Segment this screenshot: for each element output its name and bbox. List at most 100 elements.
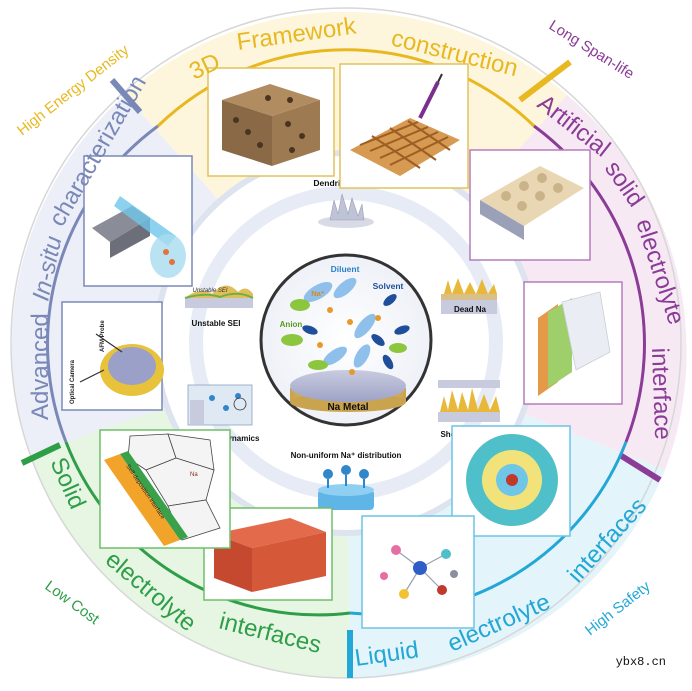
- electrode-top: [318, 484, 374, 496]
- label-low-cost: Low Cost: [42, 577, 103, 628]
- anion-molecule: [389, 343, 407, 353]
- atom: [441, 549, 451, 559]
- afm-cantilever: [95, 333, 123, 353]
- title-interface-right: interface: [646, 347, 676, 440]
- unstable-sei-small-label: Unstable SEI: [192, 288, 227, 294]
- sei-particle: [537, 173, 547, 183]
- xray-beam: [114, 196, 176, 246]
- na-ion: [349, 369, 355, 375]
- block-side: [252, 532, 326, 592]
- atom: [437, 585, 447, 595]
- solvent-molecule: [394, 325, 410, 335]
- short-circuit-top: [438, 380, 500, 388]
- dead-na-label: Dead Na: [454, 305, 487, 314]
- detector-block-side: [110, 218, 150, 258]
- title-advanced: Advanced: [27, 313, 54, 420]
- liquid-electrolyte-molecule-image: [361, 515, 475, 629]
- divider-left-bottom: [20, 442, 62, 466]
- dead-na-illustration: [441, 278, 497, 314]
- solvent-label: Solvent: [373, 281, 404, 291]
- diluent-molecule: [333, 277, 357, 299]
- pore: [265, 95, 271, 101]
- dendrite-growth-illustration: [318, 193, 374, 228]
- na-plus-label: Na⁺: [311, 289, 325, 298]
- sei-particle: [517, 201, 527, 211]
- grid-line: [369, 126, 429, 152]
- sluggish-zoom: [233, 397, 247, 411]
- diluent-molecule: [353, 344, 371, 368]
- label-high-safety: High Safety: [582, 578, 654, 639]
- solvation-structure-image: [451, 425, 571, 537]
- divider-left-top: [109, 78, 143, 114]
- atom: [399, 589, 409, 599]
- afm-probe-label: AFM Probe: [100, 320, 106, 352]
- sei-slab: [480, 166, 584, 226]
- cube-right: [272, 100, 320, 166]
- panel-images: Self-deposition interface Na AFM Probe O…: [61, 63, 623, 629]
- sample-dot: [169, 259, 175, 265]
- sluggish-ion: [209, 395, 215, 401]
- block-top: [214, 518, 326, 548]
- sei-base: [185, 298, 253, 308]
- segment-dividers: [20, 59, 662, 678]
- pore: [287, 97, 293, 103]
- anion-molecule: [281, 334, 303, 346]
- watermark: ybx8.cn: [615, 655, 666, 669]
- na-ion: [327, 307, 333, 313]
- atom: [450, 570, 458, 578]
- artificial-sei-image-2: [523, 281, 623, 405]
- na-ion-bubble: [323, 469, 333, 479]
- solvation-core: [506, 474, 518, 486]
- printer-nozzle: [418, 81, 440, 119]
- sluggish-ion: [223, 405, 229, 411]
- pore: [289, 147, 295, 153]
- diluent-molecule: [354, 313, 376, 339]
- solvent-molecule: [371, 334, 385, 346]
- outer-circle: [10, 7, 682, 679]
- insitu-setup-image: [83, 155, 193, 287]
- grid-line: [371, 135, 421, 169]
- dead-na-base: [441, 300, 497, 314]
- solvent-molecule: [302, 325, 318, 335]
- grain-interface-image: Self-deposition interface Na: [99, 429, 231, 549]
- printed-grid-image: [339, 63, 469, 189]
- divider-top-right: [518, 59, 572, 103]
- sei-particle: [519, 181, 529, 191]
- sei-particle: [553, 183, 563, 193]
- anion-molecule: [290, 299, 310, 311]
- pore: [257, 142, 263, 148]
- diluent-molecule: [323, 346, 347, 366]
- artificial-sei-image-1: [469, 149, 591, 261]
- printer-nozzle-tip: [437, 73, 443, 83]
- sample-cone: [150, 234, 186, 278]
- atom: [391, 545, 401, 555]
- non-uniform-label: Non-uniform Na⁺ distribution: [291, 451, 402, 460]
- diluent-label: Diluent: [331, 264, 360, 274]
- na-metal-label: Na Metal: [327, 402, 368, 413]
- unstable-sei-illustration: [184, 285, 254, 308]
- layer-white: [561, 291, 611, 371]
- grain-cell: [145, 457, 215, 507]
- disk-top: [290, 370, 406, 402]
- anion-label: Anion: [280, 320, 303, 329]
- anion-molecule: [308, 360, 328, 370]
- band-top: [156, 48, 536, 128]
- sei-green-layer: [184, 292, 254, 299]
- dead-na-crystals: [444, 278, 497, 294]
- na-ion: [317, 342, 323, 348]
- grid-line: [379, 131, 439, 159]
- pore: [285, 121, 291, 127]
- short-circuit-bottom: [438, 412, 500, 422]
- band-bottom-left: [64, 441, 351, 617]
- sample-dot: [163, 249, 169, 255]
- na-ion-bubble: [359, 469, 369, 479]
- cube-top: [222, 84, 320, 116]
- sei-particle: [535, 191, 545, 201]
- sei-slab-side: [480, 200, 524, 240]
- grid-line: [389, 127, 437, 161]
- interface-yellow: [104, 454, 180, 546]
- sluggish-dynamics-illustration: [187, 384, 253, 426]
- unstable-sei-label: Unstable SEI: [192, 319, 241, 328]
- na-ion: [347, 319, 353, 325]
